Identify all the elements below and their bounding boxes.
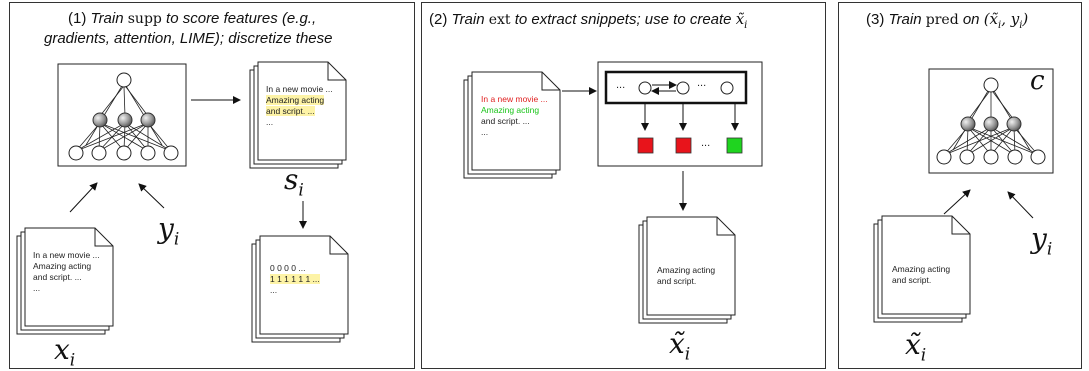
- panel1-score-doc-text: In a new movie ... Amazing acting and sc…: [266, 84, 333, 127]
- panel2-extractor: [597, 61, 763, 167]
- panel1-title-line2: gradients, attention, LIME); discretize …: [44, 30, 333, 47]
- panel2-output-doc-text: Amazing acting and script.: [657, 265, 716, 286]
- panel1-label-y: yi: [158, 212, 180, 250]
- panel3-label-xt: x̃i: [905, 328, 927, 366]
- panel2-box-dots: ...: [701, 137, 711, 149]
- panel3-net-label: c: [1030, 66, 1045, 96]
- panel3-label-y: yi: [1031, 222, 1053, 260]
- panel1-arrows: [69, 96, 307, 229]
- panel3-arrows: [943, 189, 1034, 219]
- panel3-doc-text: Amazing acting and script.: [892, 264, 951, 285]
- panel2-label-xt: x̃i: [669, 327, 691, 365]
- panel2-seq-dots-mid: ...: [697, 77, 707, 89]
- panel2-input-doc-text: In a new movie ... Amazing acting and sc…: [481, 94, 548, 137]
- panel3-title: (3) Train pred on (x̃i, yi): [866, 10, 1029, 31]
- panel2-title: (2) Train ext to extract snippets; use t…: [429, 10, 748, 31]
- panel3-network: [928, 68, 1054, 174]
- panel1-title-line1: (1) Train supp to score features (e.g.,: [68, 10, 317, 27]
- panel2-arrows: [562, 87, 687, 211]
- panel2-seq-dots-left: ...: [616, 79, 626, 91]
- panel1-label-s: si: [284, 163, 304, 201]
- panel1-label-x: xi: [54, 333, 76, 371]
- panel1-binary-doc-text: 0 0 0 0 ... 1 1 1 1 1 1 ... ...: [270, 263, 320, 295]
- panel1-network: [57, 63, 187, 167]
